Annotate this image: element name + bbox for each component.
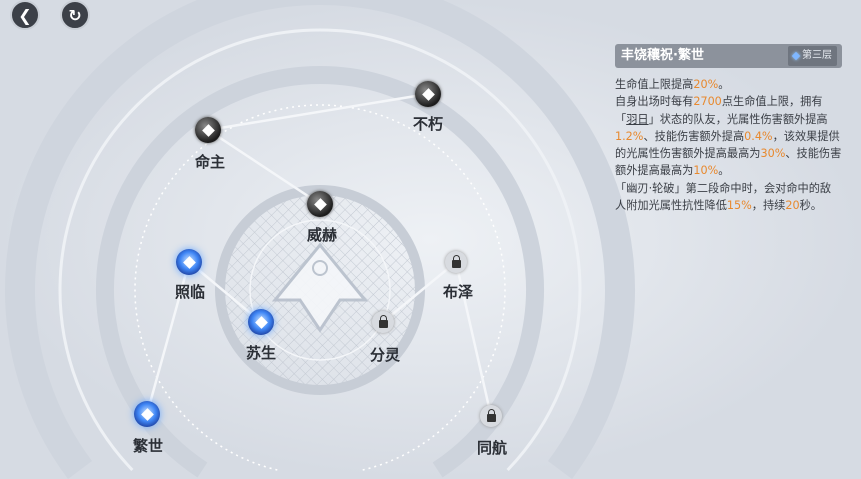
node-weihe[interactable] (307, 191, 333, 217)
node-label: 命主 (194, 153, 226, 171)
desc-value: 10% (693, 164, 719, 178)
ring (58, 28, 582, 472)
node-zhaolin[interactable] (176, 249, 202, 275)
refresh-button[interactable]: ↻ (60, 0, 90, 30)
node-label: 同航 (476, 439, 508, 457)
panel-title: 丰饶穰祝·繁世 (621, 48, 704, 64)
desc-line: 自身出场时每有2700点生命值上限，拥有「羽日」状态的队友，光属性伤害额外提高 1… (615, 93, 842, 179)
desc-text: 秒。 (799, 199, 822, 213)
detail-panel: 丰饶穰祝·繁世 第三层 生命值上限提高20%。 自身出场时每有2700点生命值上… (615, 44, 842, 214)
emblem (271, 242, 369, 333)
diamond-icon (182, 255, 196, 269)
diamond-icon (313, 197, 327, 211)
node-mingzhu[interactable] (195, 117, 221, 143)
desc-value: 20 (785, 199, 800, 213)
desc-text: 自身出场时每有 (615, 95, 694, 109)
diamond-icon (421, 87, 435, 101)
desc-text: 」状态的队友，光属性伤害额外提高 (648, 112, 828, 126)
node-label: 分灵 (369, 346, 401, 364)
ring (96, 66, 544, 478)
desc-text: 生命值上限提高 (615, 78, 694, 91)
desc-value: 2700 (693, 95, 722, 109)
desc-value: 15% (726, 199, 752, 213)
lock-icon (378, 315, 388, 328)
term-link[interactable]: 羽日 (626, 112, 649, 126)
desc-value: 20% (693, 78, 719, 91)
outer-ring (5, 0, 635, 479)
layer-badge: 第三层 (788, 46, 837, 66)
panel-header: 丰饶穰祝·繁世 第三层 (615, 44, 842, 68)
node-label: 繁世 (132, 437, 164, 455)
node-fenling[interactable] (372, 311, 394, 333)
layer-badge-label: 第三层 (802, 50, 832, 62)
desc-value: 30% (760, 147, 786, 161)
node-label: 威赫 (306, 226, 338, 244)
lock-icon (486, 409, 496, 422)
back-button[interactable]: ❮ (10, 0, 40, 30)
desc-value: 1.2% (615, 129, 644, 143)
diamond-icon (140, 407, 154, 421)
connection-lines (145, 92, 493, 417)
node-fanshi[interactable] (134, 401, 160, 427)
node-label: 布泽 (442, 283, 474, 301)
desc-value: 0.4% (744, 129, 773, 143)
desc-text: ，持续 (751, 199, 786, 213)
desc-text: 、技能伤害额外提高最高为 (615, 147, 842, 178)
desc-text: ，该效果提供的光属性伤害额外提高最高为 (615, 129, 840, 161)
lock-icon (451, 255, 461, 268)
node-tonghang[interactable] (480, 405, 502, 427)
panel-description: 生命值上限提高20%。 自身出场时每有2700点生命值上限，拥有「羽日」状态的队… (615, 68, 842, 214)
refresh-icon: ↻ (68, 5, 82, 25)
desc-text: 点生命值上限，拥有 (721, 95, 823, 109)
desc-text: 。 (718, 164, 730, 178)
desc-line: 「幽刃·轮破」第二段命中时，会对命中的敌人附加光属性抗性降低15%，持续20秒。 (615, 180, 842, 215)
desc-text: 。 (718, 78, 730, 91)
node-susheng[interactable] (248, 309, 274, 335)
node-label: 不朽 (412, 115, 444, 133)
desc-text: 「幽刃·轮破」第二段命中时，会对命中的敌人附加光属性抗性降低 (615, 181, 832, 213)
node-buze[interactable] (445, 251, 467, 273)
node-label: 照临 (174, 283, 206, 301)
node-buxiu[interactable] (415, 81, 441, 107)
desc-text: 、技能伤害额外提高 (643, 129, 745, 143)
diamond-icon (254, 315, 268, 329)
diamond-icon (201, 123, 215, 137)
desc-line: 生命值上限提高20%。 (615, 76, 842, 93)
desc-text: 「 (615, 112, 627, 126)
diamond-icon (791, 51, 801, 61)
chevron-left-icon: ❮ (18, 5, 32, 25)
node-label: 苏生 (245, 344, 277, 362)
